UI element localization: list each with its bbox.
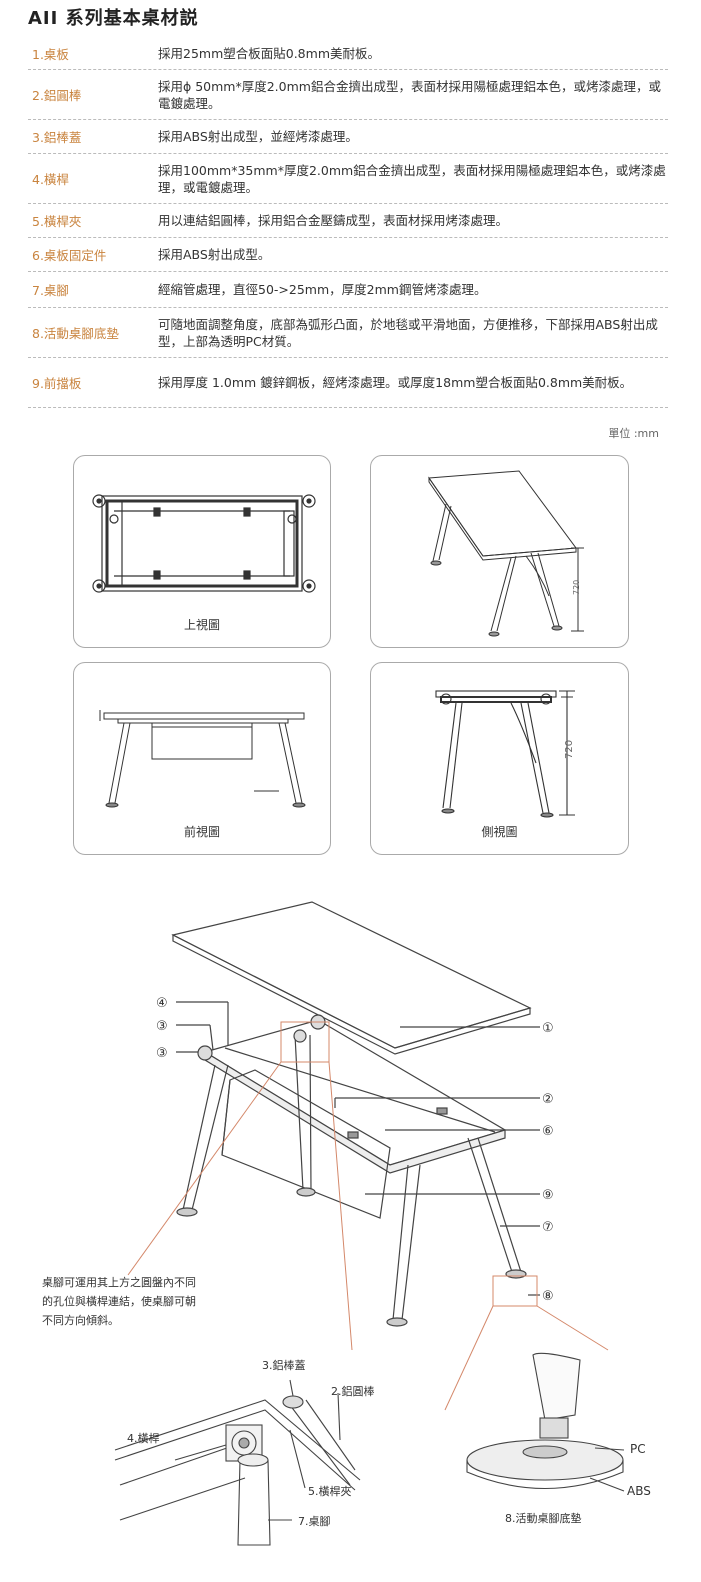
callout-line: 的孔位與橫桿連結，使桌腳可朝: [42, 1295, 196, 1308]
top-view-caption: 上視圖: [183, 618, 220, 632]
front-view-caption: 前視圖: [183, 825, 220, 839]
spec-desc: 採用25mm塑合板面貼0.8mm美耐板。: [158, 46, 380, 61]
side-view-caption: 側視圖: [481, 825, 518, 839]
spec-row: 3.鋁棒蓋 採用ABS射出成型，並經烤漆處理。: [28, 120, 668, 154]
spec-label: 2.鋁圓棒: [32, 88, 82, 103]
spec-label: 7.桌腳: [32, 283, 69, 298]
page-title: AII 系列基本桌材説: [28, 8, 199, 29]
front-view-card: 前視圖: [73, 662, 331, 855]
spec-row: 7.桌腳 經縮管處理，直徑50->25mm，厚度2mm鋼管烤漆處理。: [28, 272, 668, 308]
spec-desc: 採用ABS射出成型，並經烤漆處理。: [158, 129, 358, 144]
spec-row: 1.桌板 採用25mm塑合板面貼0.8mm美耐板。: [28, 38, 668, 70]
spec-label: 4.橫桿: [32, 172, 69, 187]
side-dim-720: 720: [564, 740, 575, 759]
side-view-drawing: 720: [435, 690, 575, 818]
spec-label: 1.桌板: [32, 47, 69, 62]
detail-label-clip: 5.橫桿夾: [308, 1485, 352, 1498]
spec-desc: 採用厚度 1.0mm 鍍鋅鋼板，經烤漆處理。或厚度18mm塑合板面貼0.8mm美…: [158, 375, 633, 390]
spec-table: 1.桌板 採用25mm塑合板面貼0.8mm美耐板。 2.鋁圓棒 採用ϕ 50mm…: [28, 38, 668, 408]
spec-desc: 採用ABS射出成型。: [158, 247, 271, 262]
perspective-view-card: 720: [370, 455, 629, 648]
leg-front-right: [392, 1164, 421, 1321]
spec-desc: 用以連結鋁圓棒，採用鋁合金壓鑄成型，表面材採用烤漆處理。: [158, 213, 509, 228]
marker-6: ⑥: [542, 1124, 554, 1139]
spec-row: 4.橫桿 採用100mm*35mm*厚度2.0mm鋁合金擠出成型，表面材採用陽極…: [28, 154, 668, 204]
detail-label-rod: 2.鋁圓棒: [331, 1385, 375, 1398]
detail-label-pad: 8.活動桌腳底墊: [505, 1512, 582, 1525]
marker-2: ②: [542, 1092, 554, 1107]
spec-desc: 可隨地面調整角度，底部為弧形凸面，於地毯或平滑地面，方便推移，下部採用ABS射出…: [158, 316, 658, 349]
spec-desc: 採用100mm*35mm*厚度2.0mm鋁合金擠出成型，表面材採用陽極處理鋁本色…: [158, 162, 666, 195]
spec-row: 5.橫桿夾 用以連結鋁圓棒，採用鋁合金壓鑄成型，表面材採用烤漆處理。: [28, 204, 668, 238]
spec-label: 3.鋁棒蓋: [32, 130, 82, 145]
leg-back-right: [467, 1137, 522, 1273]
marker-9: ⑨: [542, 1188, 554, 1203]
spec-desc: 經縮管處理，直徑50->25mm，厚度2mm鋼管烤漆處理。: [158, 282, 487, 297]
spec-row: 2.鋁圓棒 採用ϕ 50mm*厚度2.0mm鋁合金擠出成型，表面材採用陽極處理鋁…: [28, 70, 668, 120]
marker-8: ⑧: [542, 1289, 554, 1304]
marker-1: ①: [542, 1021, 554, 1036]
detail-label-bar: 4.橫桿: [127, 1432, 160, 1445]
marker-4: ④: [156, 996, 168, 1011]
perspective-dim-720: 720: [572, 580, 581, 595]
spec-label: 9.前擋板: [32, 376, 82, 391]
callout-line: 桌腳可運用其上方之圓盤內不同: [42, 1276, 196, 1289]
spec-row: 8.活動桌腳底墊 可隨地面調整角度，底部為弧形凸面，於地毯或平滑地面，方便推移，…: [28, 308, 668, 358]
detail-label-abs: ABS: [627, 1484, 651, 1498]
spec-desc: 採用ϕ 50mm*厚度2.0mm鋁合金擠出成型，表面材採用陽極處理鋁本色，或烤漆…: [158, 78, 661, 111]
spec-label: 5.橫桿夾: [32, 214, 82, 229]
detail-label-cap: 3.鋁棒蓋: [262, 1359, 306, 1372]
spec-label: 8.活動桌腳底墊: [32, 326, 119, 341]
top-view-drawing: [92, 494, 316, 593]
marker-3a: ③: [156, 1019, 168, 1034]
spec-row: 6.桌板固定件 採用ABS射出成型。: [28, 238, 668, 272]
perspective-view-drawing: 720: [428, 470, 584, 637]
detail-label-pc: PC: [630, 1442, 646, 1456]
callout-line: 不同方向傾斜。: [42, 1314, 119, 1327]
leg-angle-note: 桌腳可運用其上方之圓盤內不同 的孔位與橫桿連結，使桌腳可朝 不同方向傾斜。: [42, 1273, 196, 1330]
unit-note: 單位 :mm: [608, 427, 659, 440]
spec-row: 9.前擋板 採用厚度 1.0mm 鍍鋅鋼板，經烤漆處理。或厚度18mm塑合板面貼…: [28, 358, 668, 408]
detail-label-leg: 7.桌腳: [298, 1515, 331, 1528]
top-view-card: 上視圖: [73, 455, 331, 648]
spec-label: 6.桌板固定件: [32, 248, 107, 263]
side-view-card: 720 側視圖: [370, 662, 629, 855]
front-view-drawing: [99, 710, 306, 808]
marker-3b: ③: [156, 1046, 168, 1061]
marker-7: ⑦: [542, 1220, 554, 1235]
exploded-diagram: ④ ③ ③ ① ② ⑥ ⑨ ⑦ ⑧: [114, 901, 625, 1546]
